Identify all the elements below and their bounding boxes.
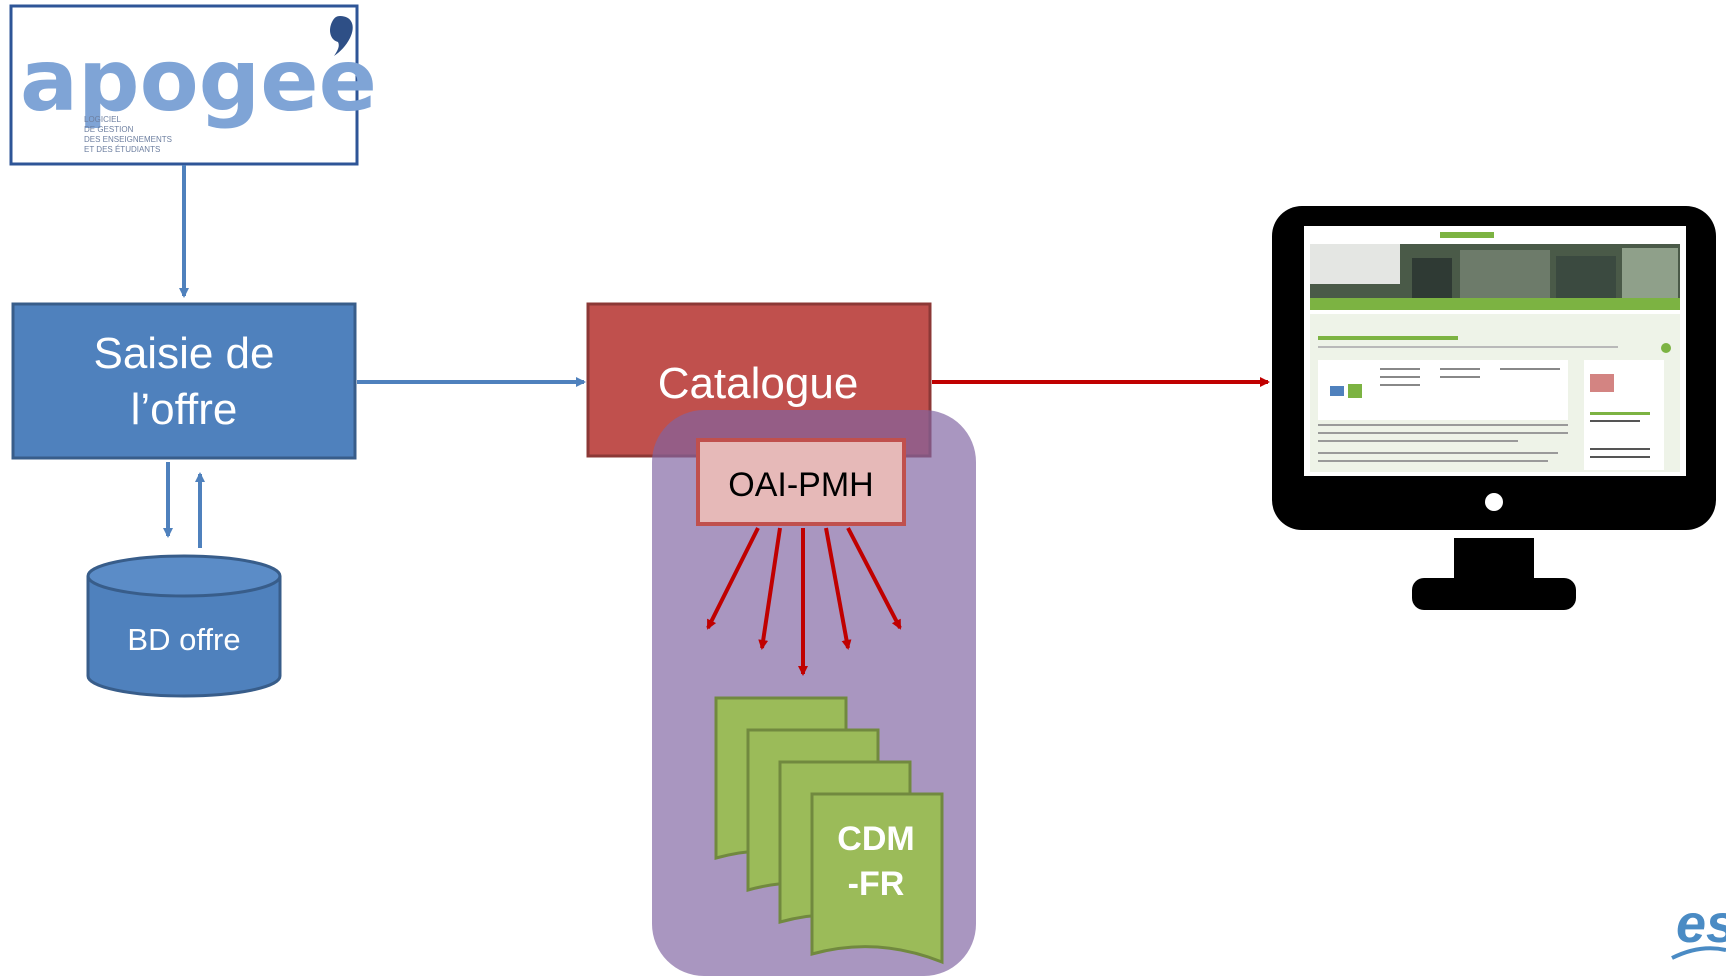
oai-pmh-node: OAI-PMH	[696, 438, 906, 526]
apogee-tagline-4: ET DES ÉTUDIANTS	[84, 145, 160, 154]
monitor-power-dot	[1485, 493, 1503, 511]
bd-offre-database: BD offre	[86, 554, 282, 698]
cdm-document-stack: CDM -FR	[714, 696, 944, 965]
oai-fanout-arrows	[706, 527, 902, 676]
apogee-tagline-2: DE GESTION	[84, 125, 134, 134]
oai-pmh-label: OAI-PMH	[728, 466, 873, 504]
cdm-doc-4	[810, 792, 944, 965]
apostrophe-icon	[330, 16, 353, 56]
monitor-icon	[1272, 206, 1716, 610]
apogee-tagline-1: LOGICIEL	[84, 115, 121, 124]
cdm-label-line2: -FR	[848, 865, 905, 903]
corner-logo-text: es	[1676, 894, 1726, 954]
bd-offre-label: BD offre	[127, 622, 240, 657]
fan-arrow-5	[846, 527, 902, 630]
fan-arrow-1	[706, 527, 760, 630]
fan-arrow-2	[758, 527, 782, 650]
saisie-label-line1: Saisie de	[93, 329, 274, 378]
saisie-label-line2: l’offre	[131, 385, 238, 434]
catalogue-label: Catalogue	[658, 359, 859, 408]
apogee-wordmark: apogee	[20, 31, 377, 131]
website-thumbnail	[1310, 230, 1680, 472]
saisie-node: Saisie de l’offre	[11, 302, 357, 460]
apogee-logo: apogee LOGICIEL DE GESTION DES ENSEIGNEM…	[9, 4, 377, 166]
corner-logo: es	[1671, 894, 1726, 960]
apogee-tagline-3: DES ENSEIGNEMENTS	[84, 135, 172, 144]
cdm-label-line1: CDM	[837, 820, 914, 858]
fan-arrow-4	[824, 527, 852, 650]
